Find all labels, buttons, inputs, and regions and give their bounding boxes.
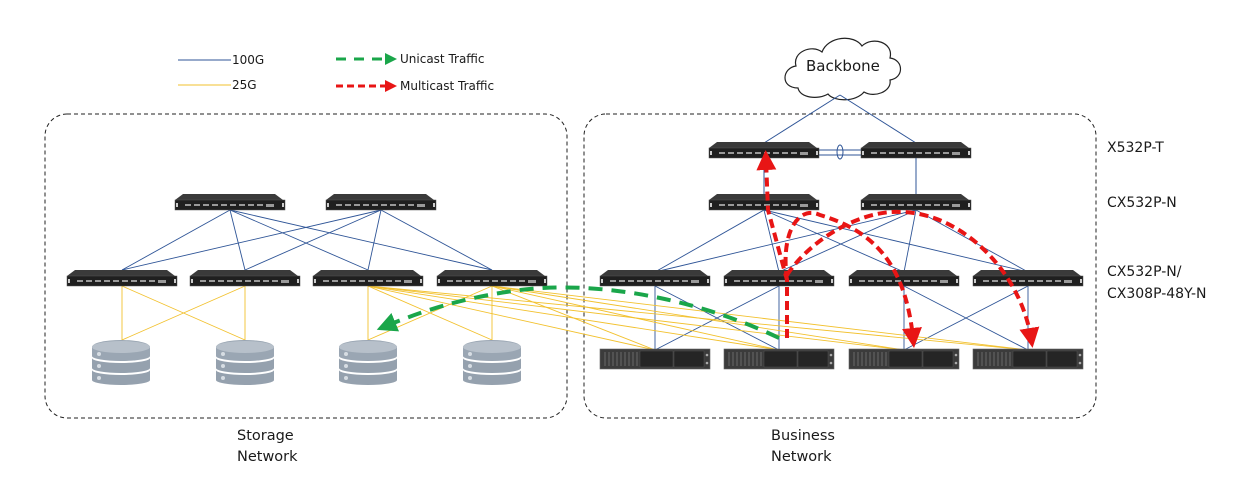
links-100g-storage [121, 209, 493, 271]
tier-label-leaf-line2: CX308P-48Y-N [1107, 286, 1207, 302]
backbone-cloud: Backbone [784, 37, 902, 101]
storage-leaf-switch-2 [189, 269, 301, 287]
legend-multicast-label: Multicast Traffic [400, 79, 494, 93]
storage-leaf-switch-3 [312, 269, 424, 287]
business-spine-switch-2 [860, 193, 972, 211]
tier-label-x532p-t: X532P-T [1107, 140, 1164, 156]
server-4 [972, 348, 1084, 370]
storage-node-4 [463, 340, 521, 385]
core-switch-1 [708, 141, 820, 159]
business-leaf-switch-2 [723, 269, 835, 287]
multicast-path-up [756, 150, 789, 338]
storage-network-label-line1: Storage [237, 428, 294, 444]
legend-25g-label: 25G [232, 78, 257, 92]
storage-spine-switch-2 [325, 193, 437, 211]
legend: 100G 25G Unicast Traffic Multicast Traff… [178, 52, 494, 93]
legend-unicast-label: Unicast Traffic [400, 52, 485, 66]
business-leaf-switch-3 [848, 269, 960, 287]
storage-network-label-line2: Network [237, 449, 298, 465]
business-spine-switch-1 [708, 193, 820, 211]
business-network-label-line1: Business [771, 428, 835, 444]
legend-100g-label: 100G [232, 53, 264, 67]
unicast-traffic-path [376, 285, 780, 340]
tier-label-leaf-line1: CX532P-N/ [1107, 264, 1182, 280]
backbone-label: Backbone [806, 57, 880, 75]
multicast-path-to-leaf3 [783, 210, 922, 348]
storage-network-region [44, 113, 568, 419]
storage-node-3 [339, 340, 397, 385]
storage-spine-switch-1 [174, 193, 286, 211]
business-leaf-switch-1 [599, 269, 711, 287]
server-2 [723, 348, 835, 370]
multicast-path-to-spine2 [785, 209, 1040, 348]
server-3 [848, 348, 960, 370]
storage-node-1 [92, 340, 150, 385]
links-100g-business [654, 209, 1029, 351]
multicast-traffic-paths [756, 150, 1040, 348]
core-switch-2 [860, 141, 972, 159]
tier-label-cx532p-n: CX532P-N [1107, 195, 1177, 211]
storage-leaf-switch-4 [436, 269, 548, 287]
storage-node-2 [216, 340, 274, 385]
business-network-region [583, 113, 1097, 419]
storage-leaf-switch-1 [66, 269, 178, 287]
business-leaf-switch-4 [972, 269, 1084, 287]
business-network-label-line2: Network [771, 449, 832, 465]
links-25g [121, 285, 1029, 351]
server-1 [599, 348, 711, 370]
